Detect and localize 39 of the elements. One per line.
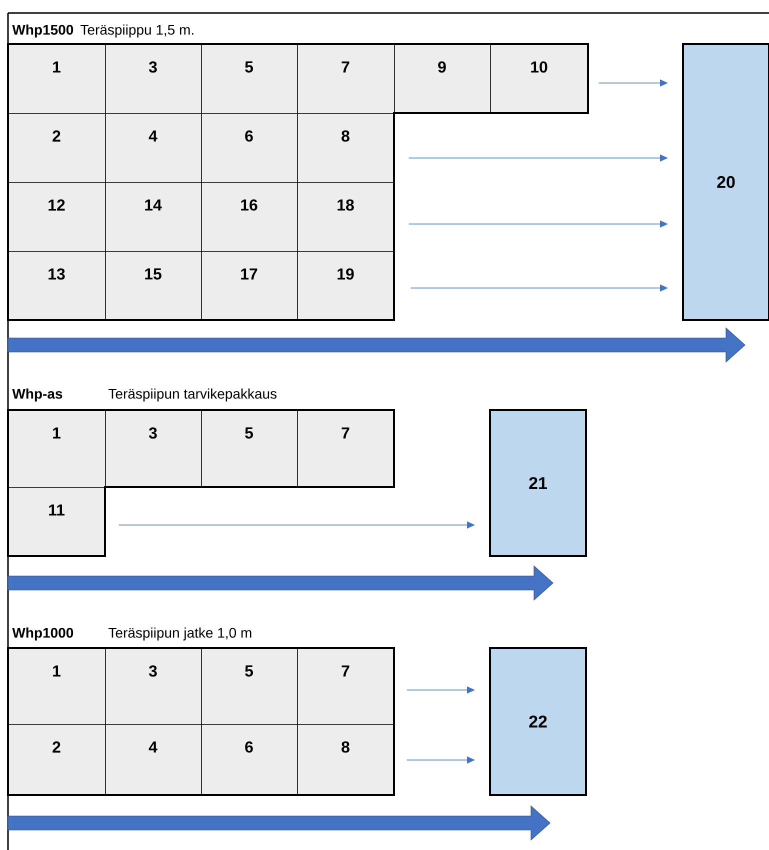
table-cell: 7 [297,648,395,725]
product-code: Whp1500 [12,24,74,38]
table-cell: 5 [201,648,298,725]
section-title: Teräspiipun tarvikepakkaus [108,388,277,402]
table-cell: 7 [297,410,395,488]
table-cell: 13 [8,251,106,321]
target-box: 21 [489,409,587,557]
table-cell: 9 [394,44,491,114]
table-cell: 3 [105,410,202,488]
target-box: 20 [682,43,769,321]
table-cell: 6 [201,113,298,183]
table-cell: 12 [8,182,106,252]
table-cell: 19 [297,251,395,321]
table-cell: 2 [8,724,106,796]
table-cell: 5 [201,44,298,114]
table-cell: 11 [8,487,106,557]
product-code: Whp1000 [12,627,74,641]
table-cell: 8 [297,113,395,183]
section-title: Teräspiipun jatke 1,0 m [108,627,252,641]
table-cell: 4 [105,113,202,183]
table-cell: 2 [8,113,106,183]
table-cell: 10 [490,44,589,114]
table-cell: 8 [297,724,395,796]
table-cell: 14 [105,182,202,252]
table-cell: 15 [105,251,202,321]
section-title: Teräspiippu 1,5 m. [80,24,194,38]
table-cell: 3 [105,648,202,725]
table-cell: 16 [201,182,298,252]
table-cell: 18 [297,182,395,252]
table-cell: 17 [201,251,298,321]
table-cell: 1 [8,648,106,725]
table-cell: 6 [201,724,298,796]
table-cell: 4 [105,724,202,796]
table-cell: 1 [8,410,106,488]
target-box: 22 [489,647,587,796]
table-cell: 1 [8,44,106,114]
table-cell: 5 [201,410,298,488]
table-cell: 7 [297,44,395,114]
table-cell: 3 [105,44,202,114]
